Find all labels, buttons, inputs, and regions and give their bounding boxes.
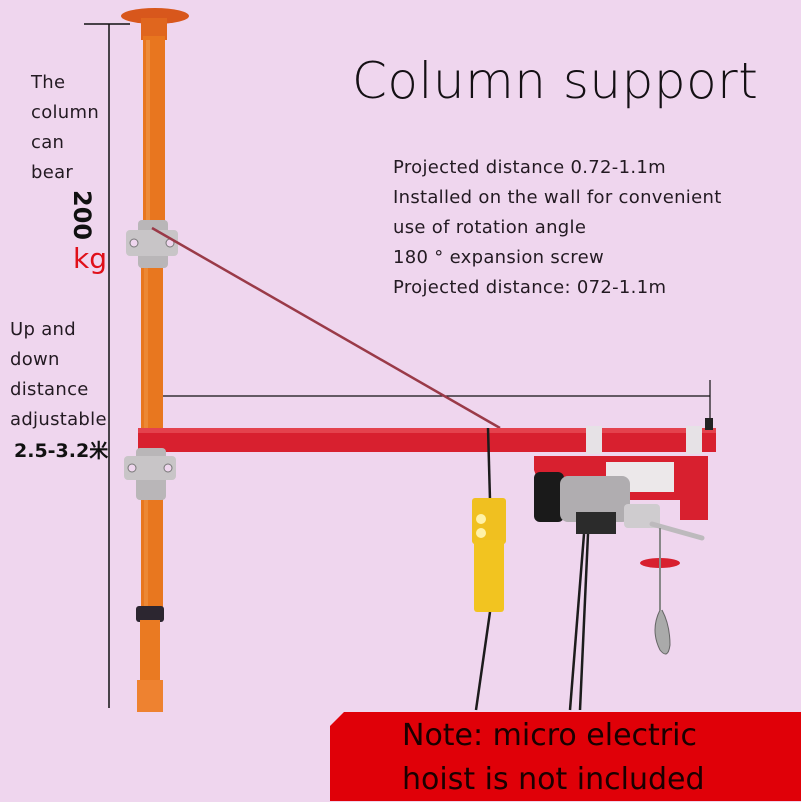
note-banner	[330, 712, 801, 801]
spec-list: Projected distance 0.72-1.1m Installed o…	[393, 153, 733, 303]
note-text: Note: micro electric hoist is not includ…	[402, 714, 705, 802]
load-capacity-unit: kg	[73, 242, 107, 275]
power-cables	[474, 427, 590, 711]
note-line: Note: micro electric	[402, 718, 697, 753]
height-dimension-line	[84, 23, 130, 708]
tie-rod	[151, 226, 501, 430]
spec-item: Projected distance 0.72-1.1m	[393, 157, 666, 178]
upper-clamp	[126, 220, 178, 268]
spec-item: Installed on the wall for convenient use…	[393, 187, 722, 238]
note-line: hoist is not included	[402, 762, 705, 797]
height-adjust-label: Up and down distance adjustable	[10, 319, 107, 430]
height-range-value: 2.5-3.2米	[14, 440, 109, 462]
pendant-control	[472, 498, 506, 612]
load-capacity-value: 200	[68, 190, 96, 241]
lower-clamp	[124, 448, 176, 500]
page-title: Column support	[352, 52, 759, 110]
support-column	[121, 8, 189, 712]
spec-item: 180 ° expansion screw	[393, 247, 604, 268]
spec-item: Projected distance: 072-1.1m	[393, 277, 667, 298]
electric-hoist	[534, 456, 708, 655]
jib-arm	[138, 418, 716, 454]
load-capacity-label: The column can bear	[31, 72, 100, 183]
